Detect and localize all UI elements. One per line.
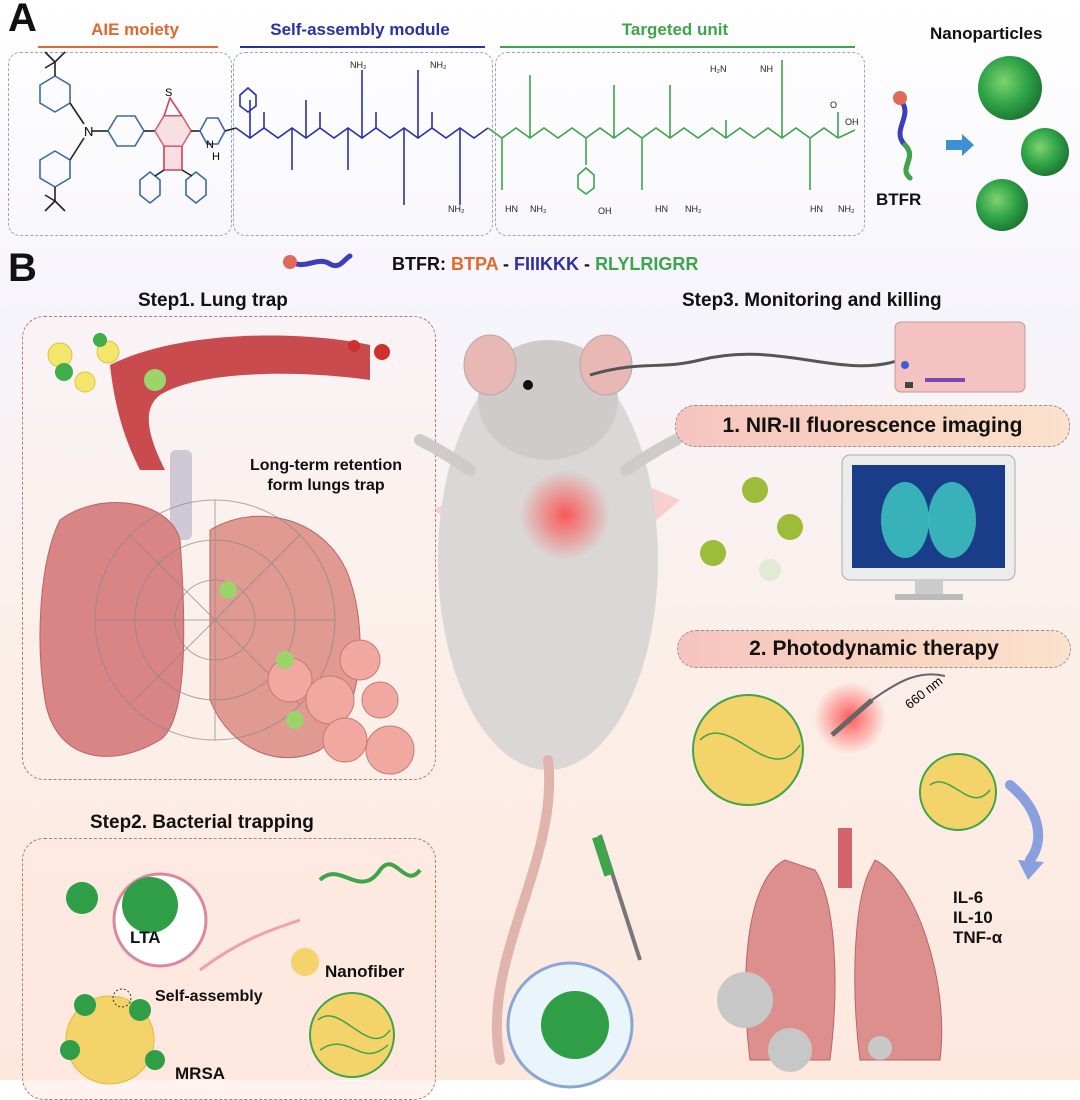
lta-label: LTA [130,928,161,947]
arginine-nh2-1: NH₂ [530,204,547,214]
phenyl-ring-2 [39,150,71,188]
trapped-bacterium [309,992,395,1078]
aie-moiety-box [8,52,232,236]
panel-a-letter: A [8,0,37,40]
targeted-unit-title: Targeted unit [621,20,729,39]
left-lung [39,502,185,757]
aie-underline [38,46,218,48]
amide-n-1: N [206,139,214,151]
step3-title: Step3. Monitoring and killing [682,290,942,311]
mouse-eye [523,380,533,390]
cytokine-il10: IL-10 [953,908,993,927]
btfr-formula-glyph [283,255,297,269]
laser-device [894,321,1026,393]
arginine-h2n: H₂N [710,64,727,74]
arginine-nh: NH [760,64,773,74]
aie-moiety-title: AIE moiety [91,20,179,39]
self-assembly-underline [240,46,485,48]
mouse-tail [491,755,555,1065]
formula-prefix: BTFR: [392,254,446,274]
panel-b-letter: B [8,246,37,290]
nanoparticle-1 [978,56,1042,120]
amide-h-1: H [212,151,220,163]
self-assembly-arrow [199,918,301,972]
nanoparticles-label: Nanoparticles [930,24,1043,43]
arginine-nh2-2: NH₂ [685,204,702,214]
cytokine-tnfa: TNF-α [953,928,1003,947]
nanofiber-label: Nanofiber [325,962,405,981]
lysine-nh2-2: NH₂ [430,60,447,70]
lung-glow [520,470,610,560]
carboxyl-o: O [830,100,837,110]
aie-moiety-structure: N S N H [39,51,237,212]
self-assembly-label: Self-assembly [155,988,263,1005]
carboxyl-oh: OH [845,117,859,127]
treated-trachea [838,828,852,888]
step2-title: Step2. Bacterial trapping [90,812,314,833]
trachea [170,450,192,540]
tyrosine-oh: OH [598,206,612,216]
formula-sep-2: - [584,254,591,274]
step1-title: Step1. Lung trap [138,290,288,311]
blood-vessel [110,335,370,470]
retention-line-2: form lungs trap [267,477,385,494]
formula-btpa: BTPA [451,254,498,274]
nanofiber-strand [318,862,422,884]
amine-n: N [84,124,93,139]
retention-line-1: Long-term retention [250,457,402,474]
nir-imaging-label: 1. NIR-II fluorescence imaging [675,405,1070,447]
arginine-hn-1: HN [505,204,518,214]
formula-rlylrigrr: RLYLRIGRR [595,254,699,274]
arrow-to-nanoparticles [946,134,974,156]
retention-text: Long-term retention form lungs trap [226,456,426,496]
mouse-ear-left [463,334,517,396]
arginine-nh2-3: NH₂ [838,204,855,214]
cytokine-list: IL-6 IL-10 TNF-α [953,888,1002,948]
pdt-label: 2. Photodynamic therapy [677,630,1071,668]
btfr-formula: BTFR: BTPA - FIIIKKK - RLYLRIGRR [392,254,698,275]
btfr-label: BTFR [876,190,922,209]
arginine-hn-3: HN [810,204,823,214]
thiadiazole-s: S [165,87,172,99]
nanoparticle-2 [1021,128,1069,176]
cytokine-il6: IL-6 [953,888,984,907]
peptide-backbone: NH₂ NH₂ NH₂ OH OH O H₂N NH HN NH₂ HN NH₂… [235,60,974,216]
lysine-nh2-1: NH₂ [350,60,367,70]
mouse-body [438,350,658,770]
formula-fiiikkk: FIIIKKK [514,254,580,274]
arginine-hn-2: HN [655,204,668,214]
treated-right-lung [854,859,943,1061]
vessel-nanoparticle [144,369,166,391]
targeted-unit-box [495,52,865,236]
self-assembly-box [233,52,493,236]
btfr-head [893,91,907,105]
dead-bacteria [717,972,773,1028]
targeted-underline [500,46,855,48]
downward-arrow [1005,780,1044,865]
light-probe [830,698,874,737]
pdt-bacterium-2 [919,753,997,831]
pdt-bacterium-1 [692,694,804,806]
mrsa-label: MRSA [175,1064,226,1083]
fiber-cable [589,352,901,377]
nanoparticle-3 [976,179,1028,231]
formula-sep-1: - [503,254,510,274]
lysine-nh2-3: NH₂ [448,204,465,214]
mouse-ear-right [579,334,633,396]
self-assembly-module-title: Self-assembly module [270,20,450,39]
